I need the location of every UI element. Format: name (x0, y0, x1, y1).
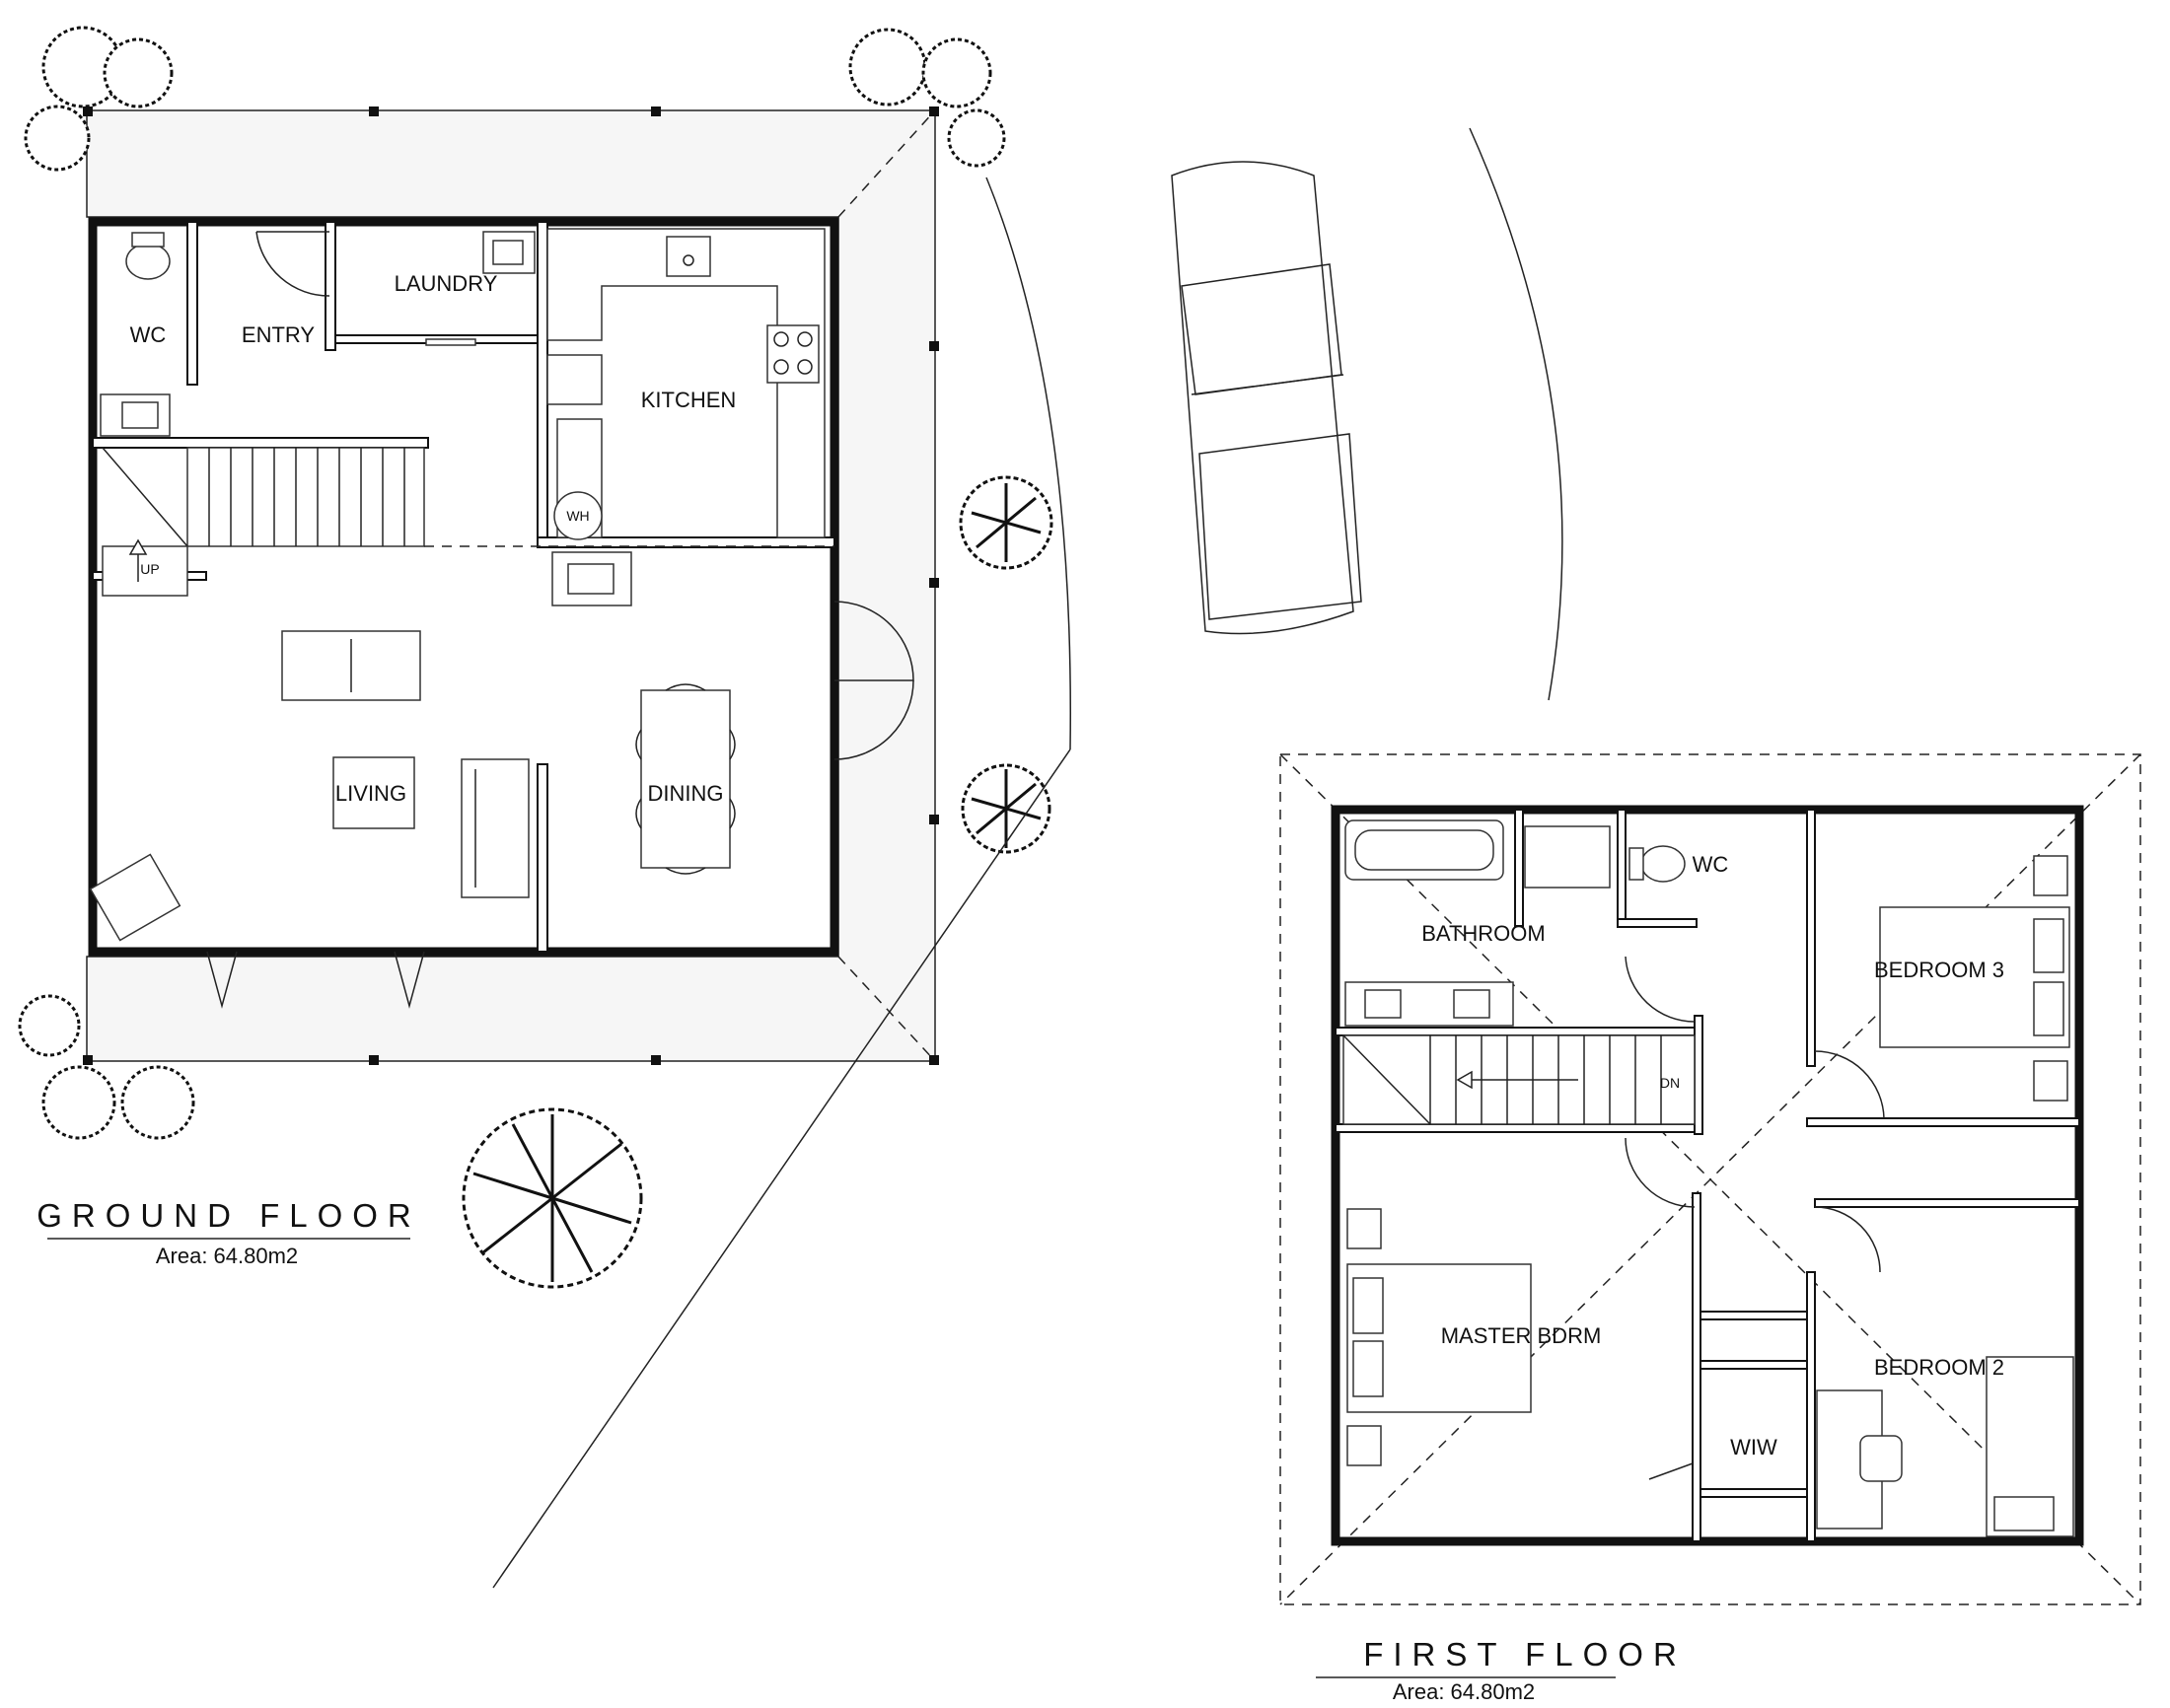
ground-floor-title: GROUND FLOOR (36, 1197, 421, 1234)
bathroom-fixtures (1344, 819, 1611, 1027)
water-heater-label: WH (566, 508, 589, 524)
bedroom3-furniture (1879, 855, 2070, 1102)
patio-doors (206, 601, 914, 1009)
landscaping (18, 26, 1563, 1589)
kitchen-label: KITCHEN (641, 388, 737, 412)
master-bedroom-label: MASTER BDRM (1441, 1323, 1602, 1348)
deck-posts (83, 107, 939, 1065)
driveway-edge (985, 177, 1071, 750)
ground-exterior-wall (88, 217, 839, 957)
ground-floor-plan: WC ENTRY LAUNDRY KITCHEN LIVING DINING W… (83, 107, 939, 1065)
bedroom2-label: BEDROOM 2 (1874, 1355, 2004, 1380)
ground-floor-title-block: GROUND FLOOR Area: 64.80m2 (36, 1197, 421, 1268)
kitchen-fixtures (546, 228, 826, 606)
tree-icon (462, 1107, 643, 1289)
living-label: LIVING (335, 781, 406, 806)
stair-down-label: DN (1660, 1075, 1680, 1091)
ground-deck (86, 109, 936, 1062)
driveway-edge (492, 748, 1071, 1589)
bathroom-label: BATHROOM (1421, 921, 1545, 946)
bedroom2-furniture (1816, 1356, 2074, 1537)
first-wc-label: WC (1693, 852, 1729, 877)
tree-icon (959, 475, 1053, 570)
ground-stair (102, 447, 834, 597)
bedroom3-label: BEDROOM 3 (1874, 958, 2004, 982)
shrub-icon (848, 28, 1006, 168)
first-door-swings (1625, 956, 1885, 1480)
entry-door-swing (255, 231, 330, 297)
driveway-edge (1469, 127, 1563, 701)
shrub-icon (18, 994, 195, 1140)
first-stair (1342, 1034, 1696, 1125)
first-exterior-wall (1331, 805, 2084, 1546)
first-floor-plan: BATHROOM WC BEDROOM 3 MASTER BDRM BEDROO… (1279, 753, 2141, 1605)
ground-wc-label: WC (130, 322, 167, 347)
ground-floor-area: Area: 64.80m2 (156, 1244, 298, 1268)
stair-up-label: UP (140, 561, 159, 577)
ground-wc-fixtures (100, 232, 171, 437)
first-wc-fixtures (1628, 845, 1686, 883)
first-floor-title-block: FIRST FLOOR Area: 64.80m2 (1316, 1636, 1687, 1704)
dining-table (635, 683, 736, 875)
tree-icon (961, 763, 1051, 854)
roof-outline (1279, 753, 2141, 1605)
master-furniture (1346, 1208, 1532, 1466)
laundry-fixtures (425, 231, 536, 346)
first-interior-walls (1335, 809, 2080, 1542)
walk-in-wardrobe-label: WIW (1730, 1435, 1777, 1459)
dining-label: DINING (648, 781, 724, 806)
first-floor-area: Area: 64.80m2 (1393, 1679, 1535, 1704)
first-floor-title: FIRST FLOOR (1363, 1636, 1687, 1672)
car-icon (1171, 161, 1362, 635)
shrub-icon (24, 26, 174, 172)
laundry-label: LAUNDRY (395, 271, 498, 296)
entry-label: ENTRY (242, 322, 315, 347)
living-furniture (89, 630, 530, 942)
